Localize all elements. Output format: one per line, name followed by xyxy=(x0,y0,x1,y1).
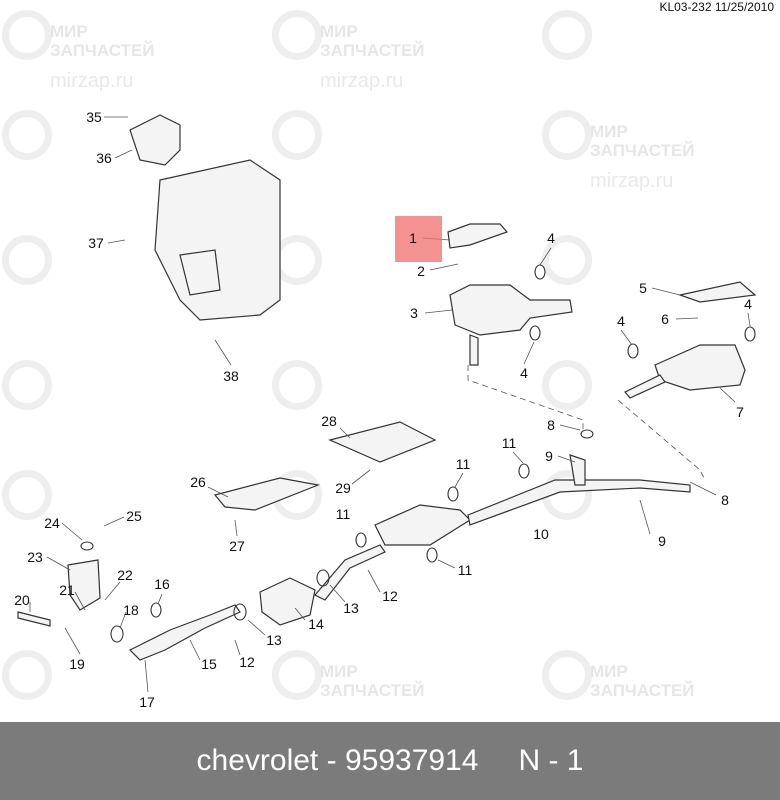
callout-number: 6 xyxy=(661,311,669,327)
insulator-11c xyxy=(355,532,367,548)
callout-number: 28 xyxy=(321,413,337,429)
callout-number: 9 xyxy=(658,533,666,549)
insulator-4b xyxy=(529,325,541,341)
callout-number: 8 xyxy=(721,492,729,508)
intermediate-pipe-10 xyxy=(374,504,471,546)
callout-number: 4 xyxy=(520,365,528,381)
rear-muffler-7 xyxy=(654,344,746,391)
callout-number: 17 xyxy=(139,694,155,710)
insulator-16 xyxy=(150,602,162,618)
callout-number: 27 xyxy=(229,538,245,554)
callout-number: 3 xyxy=(410,305,418,321)
callout-number: 13 xyxy=(343,600,359,616)
callout-number: 19 xyxy=(69,656,85,672)
insulator-11a xyxy=(518,463,530,479)
callout-number: 21 xyxy=(59,582,75,598)
pipe-3 xyxy=(469,334,479,366)
callout-number: 29 xyxy=(335,480,351,496)
insulator-4d xyxy=(744,326,756,342)
pipe-10 xyxy=(467,479,691,526)
callout-number: 15 xyxy=(201,656,217,672)
separator: - xyxy=(326,744,337,777)
gasket-8 xyxy=(580,429,594,439)
insulator-4a xyxy=(534,264,546,280)
catalytic-converter-23 xyxy=(67,559,101,611)
heat-shield-28 xyxy=(328,421,437,463)
insulator-11d xyxy=(426,547,438,563)
gasket-13a xyxy=(316,569,330,587)
callout-number: 20 xyxy=(14,592,30,608)
callout-number: 18 xyxy=(123,602,139,618)
callout-number: 1 xyxy=(409,230,417,246)
callout-number: 13 xyxy=(266,632,282,648)
brand-name: chevrolet xyxy=(196,744,319,777)
callout-number: 26 xyxy=(190,474,206,490)
callout-number: 24 xyxy=(44,515,60,531)
gasket-24 xyxy=(80,541,94,551)
callout-number: 38 xyxy=(223,368,239,384)
callout-number: 8 xyxy=(547,417,555,433)
catalytic-converter-engine xyxy=(179,249,221,296)
dashed-guide-lines xyxy=(467,365,706,481)
callout-number: 36 xyxy=(96,150,112,166)
heat-shield-26 xyxy=(213,477,321,511)
callout-number: 5 xyxy=(639,280,647,296)
gasket-13b xyxy=(233,603,247,621)
front-pipe-15 xyxy=(128,604,241,661)
position-label: N - 1 xyxy=(518,744,584,777)
engine-block xyxy=(154,159,281,321)
callout-number: 4 xyxy=(547,230,555,246)
highlight-part-1 xyxy=(395,216,442,262)
tailpipe-7 xyxy=(624,374,666,399)
callout-number: 4 xyxy=(617,313,625,329)
callout-number: 10 xyxy=(533,526,549,542)
callout-number: 22 xyxy=(117,567,133,583)
callout-number: 4 xyxy=(744,296,752,312)
footer-bar: chevrolet - 95937914 N - 1 xyxy=(0,722,780,800)
catalytic-converter-14 xyxy=(259,577,316,626)
document-id: KL03-232 11/25/2010 xyxy=(659,0,774,14)
heat-shield-36 xyxy=(129,114,181,166)
heat-shield-1 xyxy=(447,223,509,249)
callout-number: 2 xyxy=(417,263,425,279)
insulator-4c xyxy=(627,343,639,359)
muffler-3 xyxy=(449,284,573,336)
part-number: 95937914 xyxy=(344,744,479,777)
callout-number: 25 xyxy=(126,508,142,524)
callout-number: 11 xyxy=(457,562,473,578)
callout-number: 11 xyxy=(335,506,351,522)
callout-number: 37 xyxy=(88,235,104,251)
gasket-18 xyxy=(110,625,124,643)
callout-number: 11 xyxy=(455,456,471,472)
callout-number: 23 xyxy=(27,549,43,565)
callout-number: 12 xyxy=(239,654,255,670)
callout-number: 14 xyxy=(308,616,324,632)
part-title: chevrolet - 95937914 xyxy=(197,744,479,778)
heat-shield-5 xyxy=(677,281,757,303)
callout-number: 7 xyxy=(736,404,744,420)
sensor-20 xyxy=(17,611,51,627)
callout-number: 12 xyxy=(382,588,398,604)
callout-number: 9 xyxy=(545,448,553,464)
pipe-12 xyxy=(314,544,386,601)
insulator-11b xyxy=(447,486,459,502)
callout-number: 35 xyxy=(86,109,102,125)
pipe-9 xyxy=(569,454,586,486)
callout-number: 11 xyxy=(501,435,517,451)
exhaust-system-diagram xyxy=(17,114,757,693)
callout-number: 16 xyxy=(154,576,170,592)
